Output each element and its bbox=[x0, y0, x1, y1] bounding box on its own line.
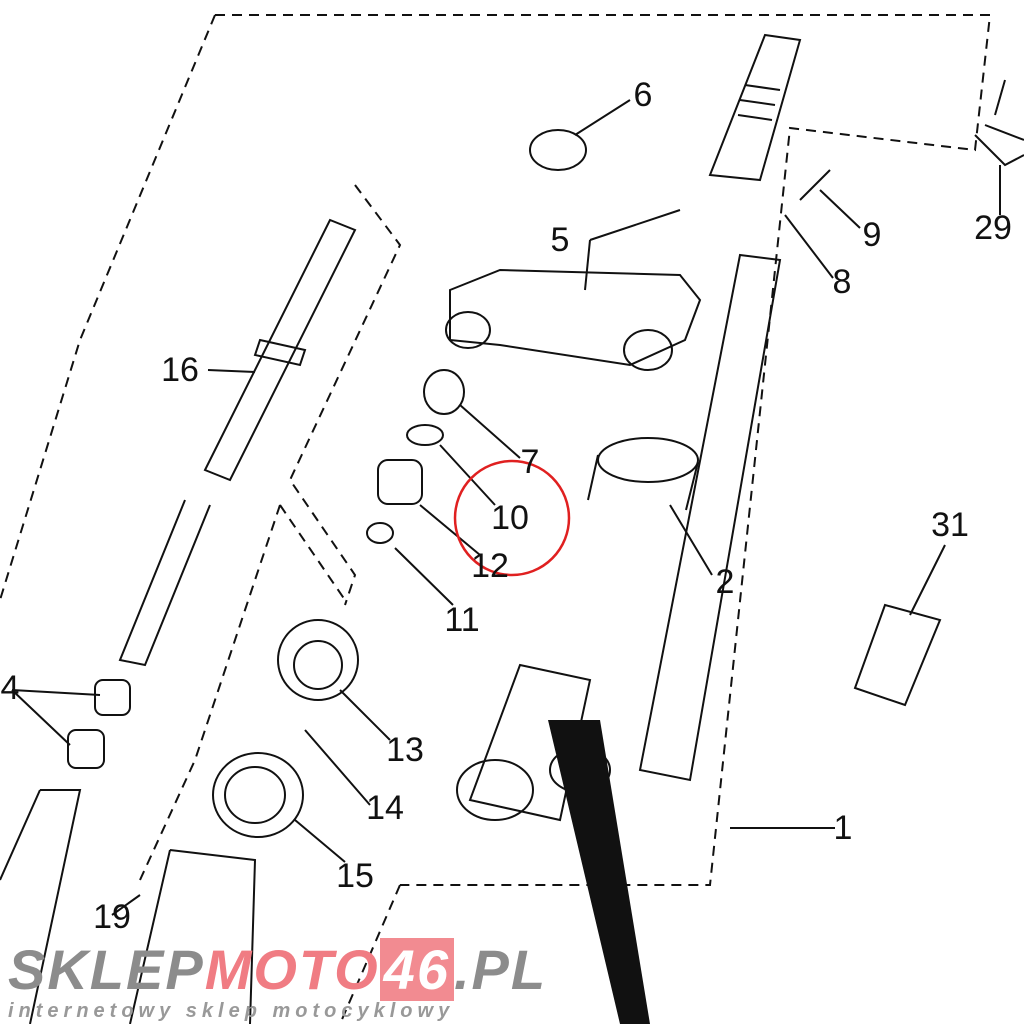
watermark-text: SKLEP bbox=[8, 938, 205, 1001]
part-label-14[interactable]: 14 bbox=[366, 789, 404, 827]
part-label-4[interactable]: 4 bbox=[0, 669, 20, 707]
part-label-12[interactable]: 12 bbox=[471, 547, 509, 585]
pointer-arrow bbox=[548, 720, 650, 1024]
part-label-5[interactable]: 5 bbox=[550, 221, 570, 259]
watermark-text: .PL bbox=[453, 938, 548, 1001]
watermark-tagline: internetowy sklep motocyklowy bbox=[8, 1000, 455, 1022]
part-label-31[interactable]: 31 bbox=[931, 506, 969, 544]
part-label-29[interactable]: 29 bbox=[974, 209, 1012, 247]
group-outline-16 bbox=[288, 184, 402, 606]
watermark-text: MOTO bbox=[204, 938, 380, 1001]
part-label-10[interactable]: 10 bbox=[491, 499, 529, 537]
part-label-2[interactable]: 2 bbox=[715, 563, 735, 601]
part-label-6[interactable]: 6 bbox=[633, 76, 653, 114]
part-label-1[interactable]: 1 bbox=[833, 809, 853, 847]
part-label-16[interactable]: 16 bbox=[161, 351, 199, 389]
part-label-15[interactable]: 15 bbox=[336, 857, 374, 895]
part-label-11[interactable]: 11 bbox=[444, 601, 480, 639]
group-outline-1 bbox=[215, 14, 992, 886]
part-label-8[interactable]: 8 bbox=[832, 263, 852, 301]
part-label-13[interactable]: 13 bbox=[386, 731, 424, 769]
watermark-text: 46 bbox=[379, 938, 454, 1001]
part-6-clip bbox=[529, 129, 587, 171]
part-label-7[interactable]: 7 bbox=[520, 443, 540, 481]
part-label-9[interactable]: 9 bbox=[862, 216, 882, 254]
part-label-19[interactable]: 19 bbox=[93, 898, 131, 936]
watermark-logo: SKLEPMOTO46.PL bbox=[8, 938, 547, 1001]
part-31-label bbox=[853, 603, 942, 707]
highlight-circle bbox=[453, 459, 571, 577]
